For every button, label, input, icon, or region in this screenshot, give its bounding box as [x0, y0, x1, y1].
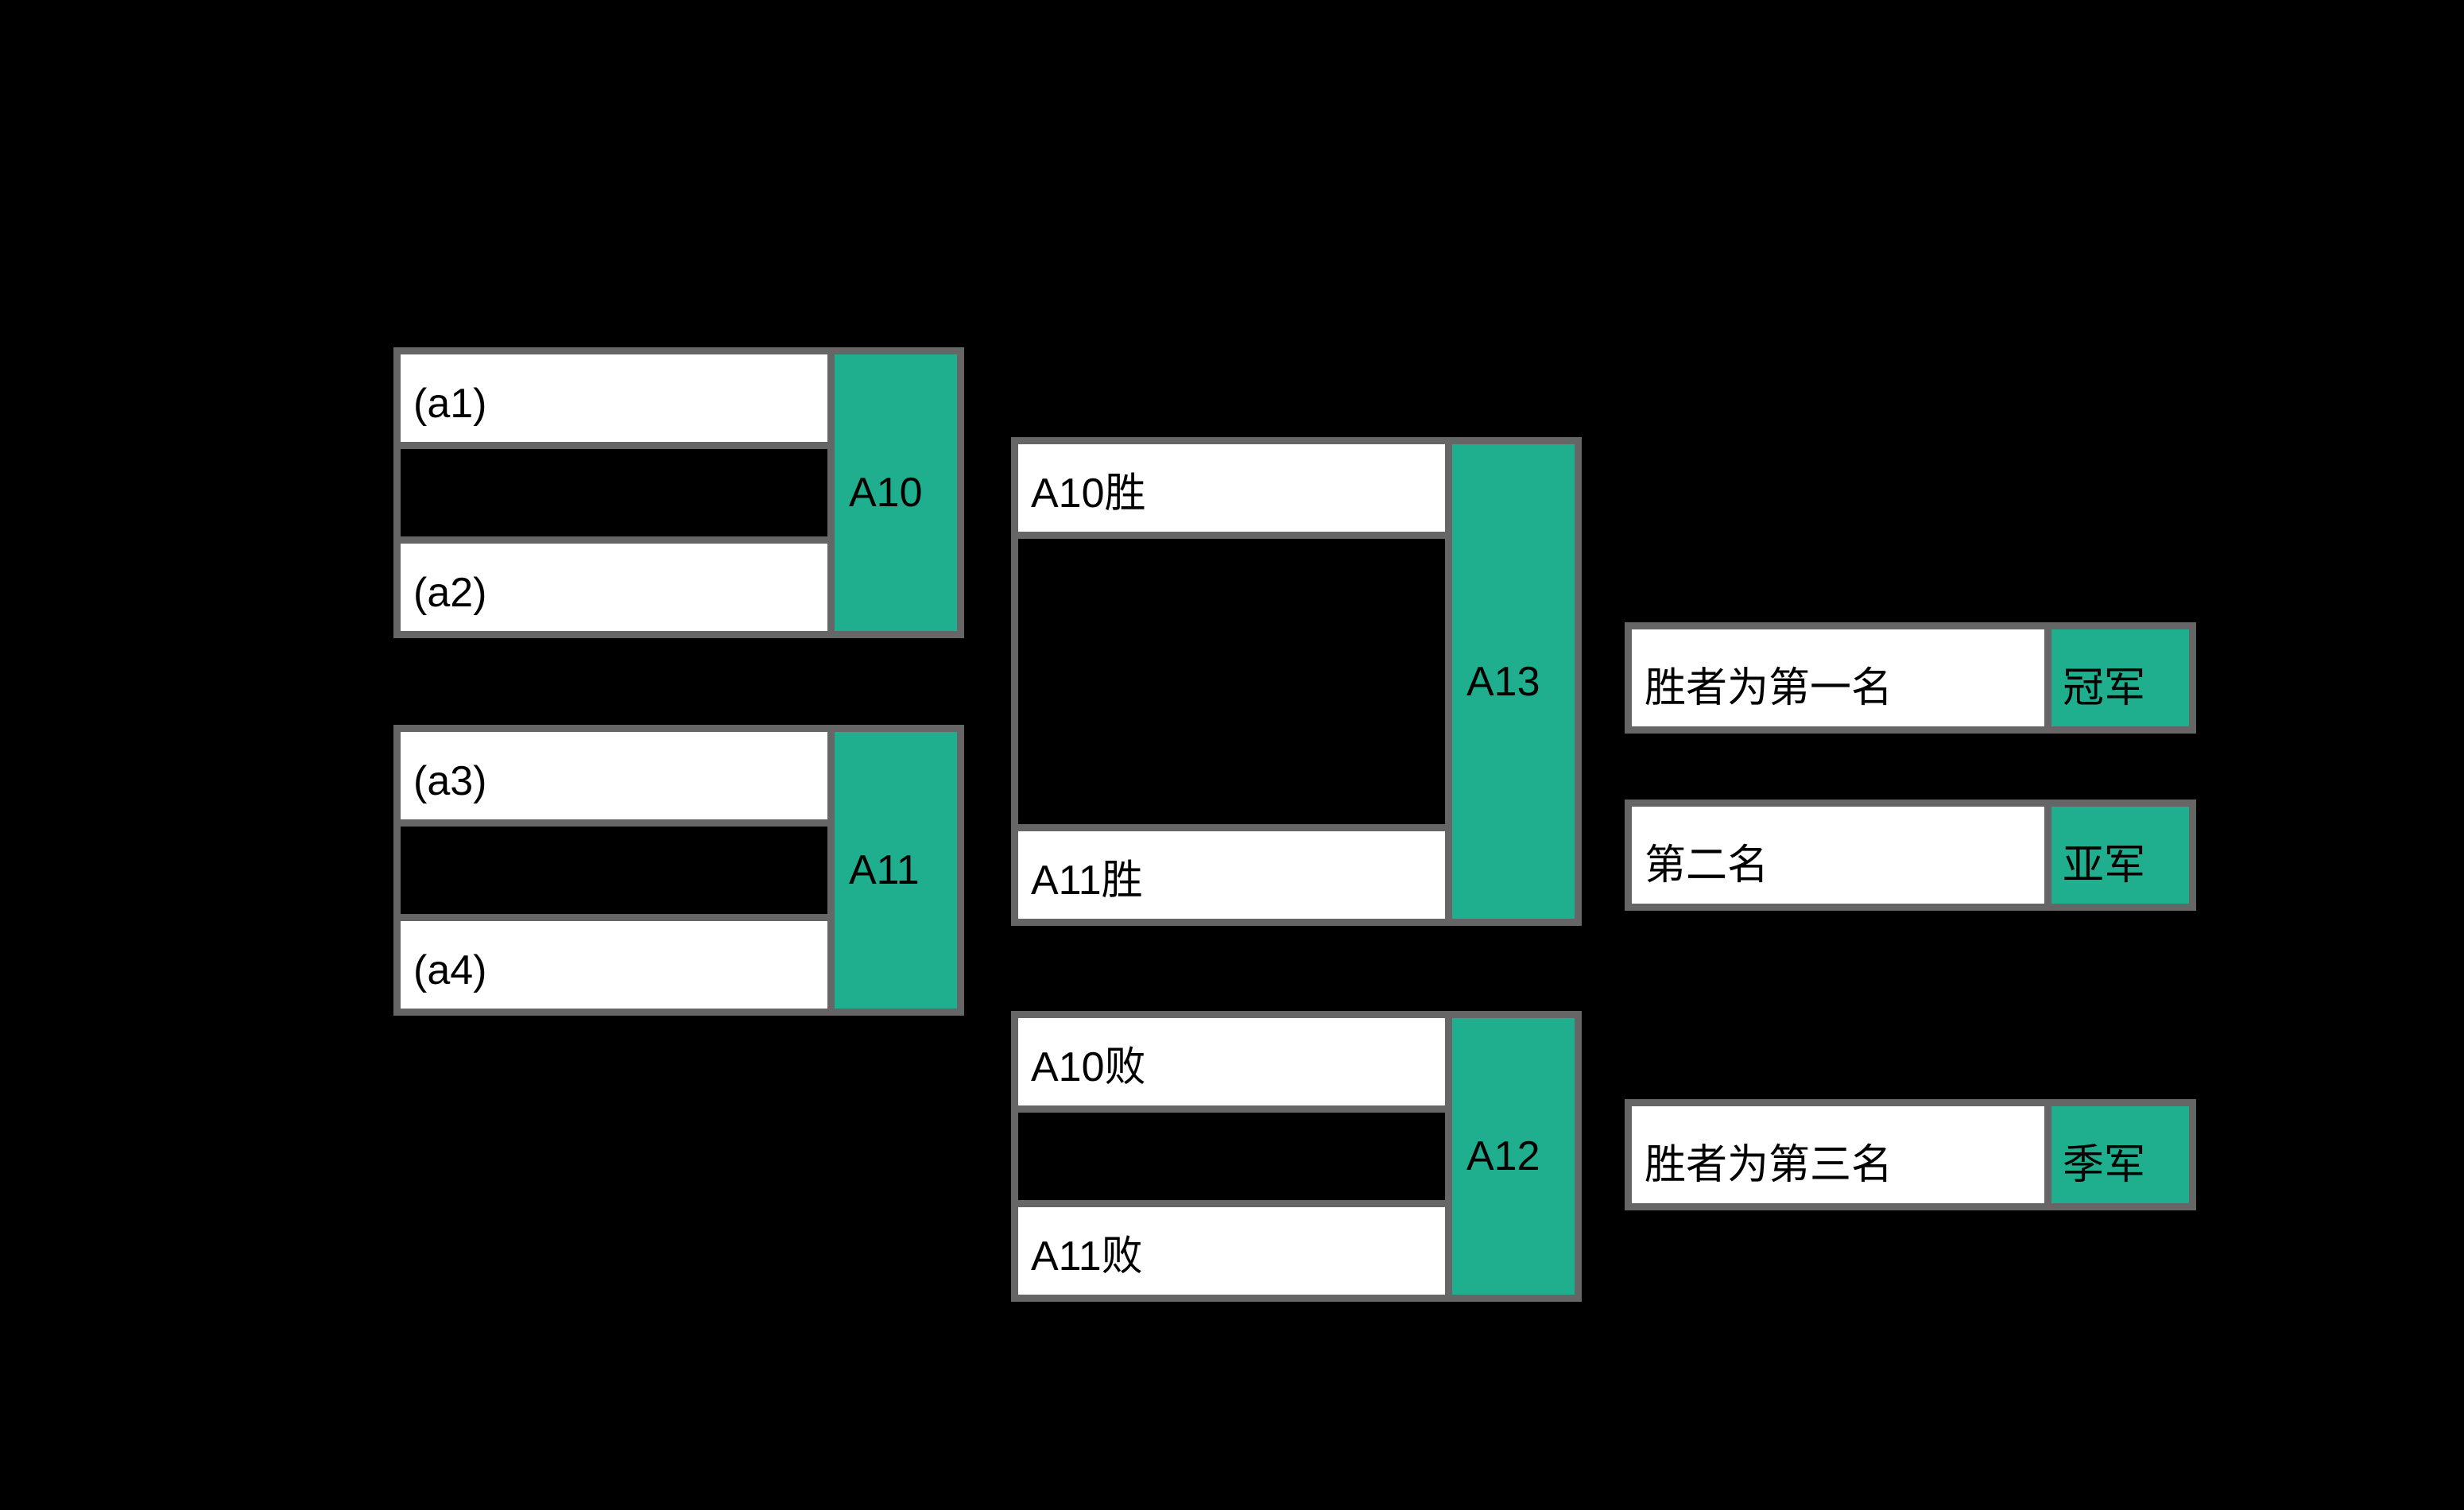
bracket-a13-slots: A10胜 A11胜: [1018, 444, 1445, 919]
standing-first-place[interactable]: 胜者为第一名 冠军: [1625, 622, 2196, 734]
bracket-a12[interactable]: A10败 A11败 A12: [1011, 1011, 1582, 1302]
bracket-a13-result-label: A13: [1466, 658, 1540, 705]
standing-second-place-description-label: 第二名: [1645, 842, 1769, 889]
standing-second-place-badge-label: 亚军: [2063, 842, 2146, 889]
standing-first-place-description-label: 胜者为第一名: [1645, 665, 1893, 711]
bracket-a11-result-label: A11: [849, 847, 920, 893]
bracket-a12-slot-1-label: A10败: [1031, 1044, 1146, 1090]
bracket-a12-result[interactable]: A12: [1445, 1018, 1575, 1295]
standing-first-place-badge-label: 冠军: [2063, 665, 2146, 711]
bracket-a11-slots: (a3) (a4): [401, 732, 827, 1009]
standing-second-place-badge[interactable]: 亚军: [2044, 807, 2189, 904]
bracket-a10-slot-2-label: (a2): [413, 570, 487, 616]
bracket-a10-slots: (a1) (a2): [401, 354, 827, 631]
bracket-a11-slot-2-label: (a4): [413, 947, 487, 993]
bracket-a10-slot-1-label: (a1): [413, 381, 487, 427]
bracket-a12-slot-2-label: A11败: [1031, 1233, 1143, 1280]
standing-third-place-description-label: 胜者为第三名: [1645, 1142, 1893, 1188]
standing-third-place[interactable]: 胜者为第三名 季军: [1625, 1099, 2196, 1210]
bracket-a11[interactable]: (a3) (a4) A11: [393, 725, 964, 1016]
standing-third-place-badge[interactable]: 季军: [2044, 1106, 2189, 1203]
bracket-a10-result[interactable]: A10: [827, 354, 957, 631]
bracket-a13[interactable]: A10胜 A11胜 A13: [1011, 437, 1582, 926]
bracket-a12-result-label: A12: [1466, 1133, 1540, 1179]
bracket-a13-slot-1[interactable]: A10胜: [1018, 444, 1445, 539]
bracket-a11-slot-1-label: (a3): [413, 758, 487, 804]
bracket-a10-result-label: A10: [849, 470, 923, 516]
bracket-a10-slot-1[interactable]: (a1): [401, 354, 827, 449]
bracket-a10[interactable]: (a1) (a2) A10: [393, 347, 964, 638]
standing-third-place-badge-label: 季军: [2063, 1142, 2146, 1188]
bracket-a11-slot-2[interactable]: (a4): [401, 914, 827, 1009]
bracket-a12-slot-1[interactable]: A10败: [1018, 1018, 1445, 1113]
bracket-a11-slot-1[interactable]: (a3): [401, 732, 827, 827]
standing-first-place-badge[interactable]: 冠军: [2044, 629, 2189, 726]
bracket-a13-slot-2-label: A11胜: [1031, 858, 1143, 904]
standing-second-place-description: 第二名: [1632, 807, 2044, 904]
bracket-a12-slots: A10败 A11败: [1018, 1018, 1445, 1295]
standing-first-place-description: 胜者为第一名: [1632, 629, 2044, 726]
bracket-a10-slot-2[interactable]: (a2): [401, 536, 827, 631]
bracket-a13-slot-1-label: A10胜: [1031, 470, 1146, 517]
standing-second-place[interactable]: 第二名 亚军: [1625, 800, 2196, 911]
standing-third-place-description: 胜者为第三名: [1632, 1106, 2044, 1203]
bracket-a13-result[interactable]: A13: [1445, 444, 1575, 919]
bracket-a13-slot-2[interactable]: A11胜: [1018, 824, 1445, 919]
bracket-a11-result[interactable]: A11: [827, 732, 957, 1009]
bracket-a12-slot-2[interactable]: A11败: [1018, 1200, 1445, 1295]
